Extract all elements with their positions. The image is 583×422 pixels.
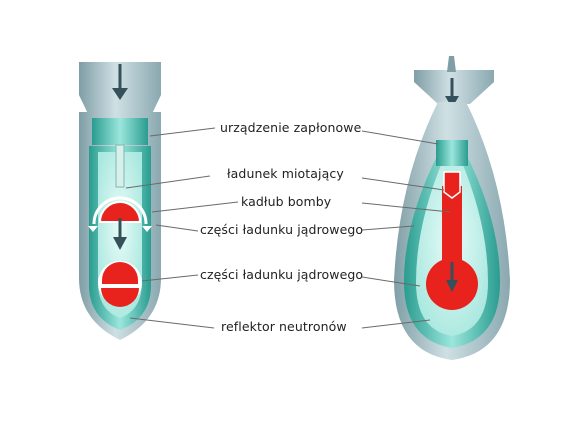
left-upper-ring — [92, 196, 148, 225]
right-tail-spike — [447, 56, 456, 72]
leader-fuze-right — [361, 130, 439, 145]
leader-parts2-left — [141, 274, 199, 282]
left-lower-red-top — [102, 262, 138, 284]
right-projectile-arrowhead — [446, 280, 458, 292]
leader-lines — [125, 127, 451, 329]
gun-type-bomb — [79, 62, 161, 340]
right-fissile-rod — [442, 186, 462, 286]
leader-casing-left — [151, 201, 239, 213]
left-ring-tab-right — [142, 226, 152, 232]
right-tail-fins — [414, 70, 494, 104]
left-tail-arrowhead — [112, 88, 128, 100]
leader-casing-right — [361, 202, 451, 213]
left-ring-tab-left — [88, 226, 98, 232]
leader-parts1-left — [155, 224, 199, 232]
leader-reflector-right — [361, 319, 431, 329]
label-nuclear-parts-1: części ładunku jądrowego — [200, 222, 364, 237]
left-gun-barrel — [115, 144, 125, 188]
left-lower-red-bottom — [101, 288, 139, 307]
right-bomb — [394, 56, 510, 360]
label-casing: kadłub bomby — [241, 194, 332, 209]
label-nuclear-parts-2: części ładunku jądrowego — [200, 267, 364, 282]
leader-reflector-left — [129, 317, 215, 329]
left-projectile-arrowhead — [113, 237, 127, 250]
right-projectile — [443, 171, 461, 199]
left-fuze-block — [92, 118, 148, 145]
right-fuze-block — [436, 140, 468, 166]
leader-propellant-left — [125, 175, 211, 189]
label-reflector: reflektor neutronów — [221, 319, 347, 334]
leader-parts2-right — [361, 276, 421, 287]
label-fuze: urządzenie zapłonowe — [220, 120, 362, 135]
leader-parts1-right — [361, 225, 415, 231]
leader-fuze-left — [149, 127, 216, 137]
left-upper-fissile-piece — [98, 201, 142, 223]
label-propellant: ładunek miotający — [227, 166, 344, 181]
leader-propellant-right — [361, 177, 445, 191]
